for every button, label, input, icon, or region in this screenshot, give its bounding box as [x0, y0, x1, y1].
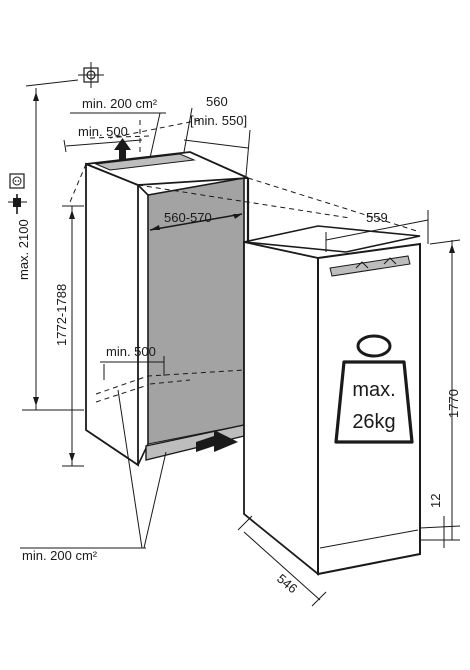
niche-width-label: 560	[206, 94, 228, 109]
water-connection-icon	[78, 62, 104, 88]
dim-niche-inner-width	[149, 213, 243, 231]
top-vent-grille	[94, 153, 196, 171]
airflow-in-arrow	[196, 430, 238, 452]
dim-top-depth	[63, 139, 143, 153]
dim-appliance-width	[325, 210, 429, 252]
niche-width-min-label: [min. 550]	[190, 113, 247, 128]
weight-label-max: max.	[352, 379, 395, 401]
airflow-up-arrow	[114, 138, 131, 160]
max-height-label: max. 2100	[16, 219, 31, 280]
power-socket-icon	[9, 173, 25, 189]
bottom-vent-leaders	[20, 389, 167, 549]
niche-cabinet	[85, 151, 250, 467]
dim-bottom-depth	[100, 356, 165, 380]
gap-bottom-label: 12	[428, 494, 443, 508]
appliance-left-side	[243, 240, 319, 576]
dim-appliance-height	[429, 239, 461, 541]
appliance-width-label: 559	[366, 210, 388, 225]
top-vent-area-label: min. 200 cm²	[82, 96, 158, 111]
dim-niche-width	[183, 107, 251, 177]
niche-height-label: 1772-1788	[54, 284, 69, 346]
dim-gap-bottom	[419, 516, 461, 548]
weight-label-value: 26kg	[352, 411, 395, 433]
dim-appliance-depth	[237, 515, 327, 607]
niche-left-side	[85, 162, 139, 467]
bottom-vent-area-label: min. 200 cm²	[22, 548, 98, 563]
bottom-depth-label: min. 500	[106, 344, 156, 359]
appliance-height-label: 1770	[446, 389, 461, 418]
weight-icon	[334, 334, 414, 444]
plug-icon	[8, 194, 27, 214]
dim-niche-height	[62, 205, 84, 467]
top-depth-label: min. 500	[78, 124, 128, 139]
appliance-depth-label: 546	[274, 571, 300, 596]
appliance-top-vent	[329, 255, 411, 277]
dim-max-height	[22, 79, 84, 411]
